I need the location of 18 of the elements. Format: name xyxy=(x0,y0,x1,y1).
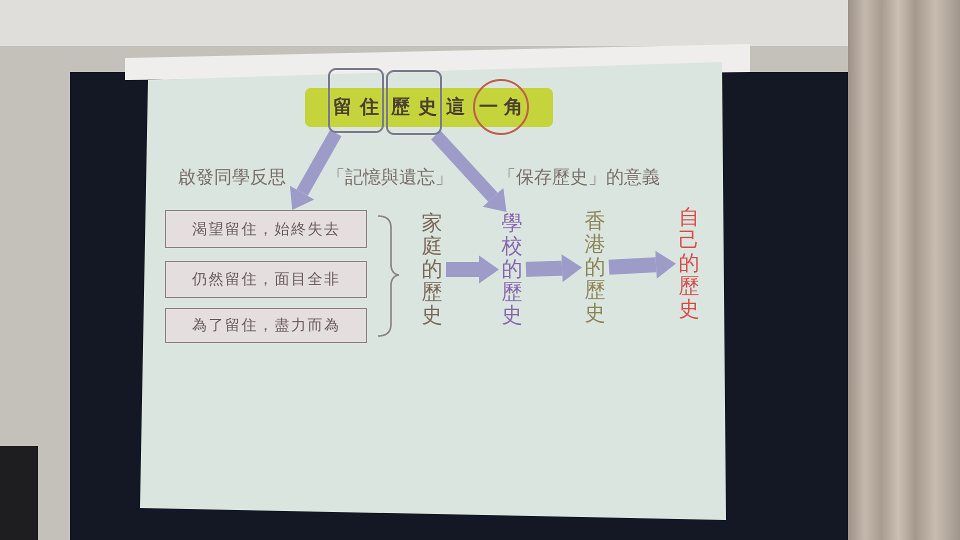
vertical-label: 家庭的歷史 xyxy=(421,212,443,327)
arrow xyxy=(446,256,499,284)
subtitle-text: 「記憶與遺忘」 xyxy=(327,168,453,188)
statement-box: 為了留住，盡力而為 xyxy=(165,308,367,343)
arrow xyxy=(526,254,582,282)
highlight-box: 歷史 xyxy=(386,70,442,135)
arrow xyxy=(608,250,676,279)
highlight-circle: 一角 xyxy=(473,79,529,135)
vertical-label: 自己的歷史 xyxy=(678,206,700,321)
subtitle-text: 「保存歷史」的意義 xyxy=(498,168,660,188)
statement-box: 仍然留住，面目全非 xyxy=(165,261,367,298)
arrow xyxy=(431,130,507,212)
vertical-label: 香港的歷史 xyxy=(584,210,606,325)
highlight-box: 留住 xyxy=(328,68,384,133)
subtitle-text: 啟發同學反思 xyxy=(178,168,286,188)
arrow xyxy=(290,130,342,210)
vertical-label: 學校的歷史 xyxy=(501,212,523,327)
statement-box: 渴望留住，始終失去 xyxy=(165,210,367,248)
